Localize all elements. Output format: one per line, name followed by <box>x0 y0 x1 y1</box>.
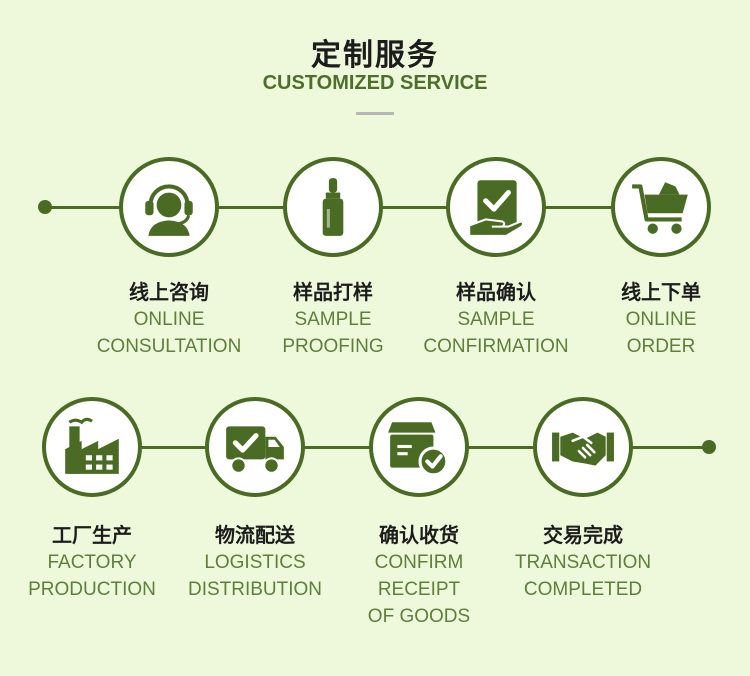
step-confirm-receipt-badge <box>369 397 469 497</box>
step-label-en: ORDER <box>626 336 696 357</box>
step-label-en: PROOFING <box>282 336 384 357</box>
step-label-en: COMPLETED <box>523 579 643 600</box>
step-online-order: 线上下单 ONLINE ORDER <box>566 278 750 360</box>
step-confirm-receipt: 确认收货 CONFIRM RECEIPT OF GOODS <box>324 521 514 630</box>
dropper-bottle-icon <box>322 178 344 236</box>
step-label-cn: 样品确认 <box>456 280 536 304</box>
step-label-en: LOGISTICS <box>204 552 306 573</box>
step-logistics-distribution-badge <box>205 397 305 497</box>
step-label-en: FACTORY <box>47 552 137 573</box>
checked-document-hand-icon <box>468 180 525 237</box>
step-online-order-badge <box>611 157 711 257</box>
step-sample-confirmation-badge <box>446 157 546 257</box>
step-label-en: PRODUCTION <box>28 579 156 600</box>
step-sample-confirmation: 样品确认 SAMPLE CONFIRMATION <box>401 278 591 360</box>
step-label-cn: 交易完成 <box>543 523 623 547</box>
step-label-en: SAMPLE <box>294 309 372 330</box>
title-divider <box>356 112 394 115</box>
step-logistics-distribution: 物流配送 LOGISTICS DISTRIBUTION <box>160 521 350 603</box>
step-transaction-completed-badge <box>533 397 633 497</box>
step-label-cn: 线上下单 <box>621 280 701 304</box>
step-sample-proofing: 样品打样 SAMPLE PROOFING <box>238 278 428 360</box>
step-factory-production-badge <box>42 397 142 497</box>
step-label-en: ONLINE <box>625 309 697 330</box>
step-label-en: OF GOODS <box>367 606 471 627</box>
step-factory-production: 工厂生产 FACTORY PRODUCTION <box>0 521 187 603</box>
step-label-en: CONFIRMATION <box>423 336 569 357</box>
delivery-truck-icon <box>226 426 284 474</box>
shopping-cart-icon <box>632 182 688 234</box>
step-label-en: SAMPLE <box>457 309 535 330</box>
step-online-consultation-badge <box>119 157 219 257</box>
step-label-en: CONFIRM <box>374 552 464 573</box>
step-label-en: ONLINE <box>133 309 205 330</box>
step-label-cn: 线上咨询 <box>129 280 209 304</box>
handshake-icon <box>552 432 614 466</box>
step-label-cn: 样品打样 <box>293 280 373 304</box>
factory-icon <box>65 417 119 474</box>
step-label-en: DISTRIBUTION <box>187 579 323 600</box>
step-label-en: CONSULTATION <box>96 336 242 357</box>
step-transaction-completed: 交易完成 TRANSACTION COMPLETED <box>488 521 678 603</box>
step-label-cn: 物流配送 <box>215 523 295 547</box>
section-title: 定制服务 <box>311 38 439 73</box>
package-check-icon <box>388 422 449 477</box>
headset-icon <box>145 184 193 236</box>
section-subtitle: CUSTOMIZED SERVICE <box>262 72 488 94</box>
step-label-en: RECEIPT <box>377 579 461 600</box>
timeline-end-dot <box>702 440 716 454</box>
step-label-cn: 确认收货 <box>379 523 459 547</box>
step-online-consultation: 线上咨询 ONLINE CONSULTATION <box>74 278 264 360</box>
timeline-start-dot <box>38 200 52 214</box>
step-sample-proofing-badge <box>283 157 383 257</box>
step-label-cn: 工厂生产 <box>52 523 132 547</box>
step-label-en: TRANSACTION <box>514 552 652 573</box>
